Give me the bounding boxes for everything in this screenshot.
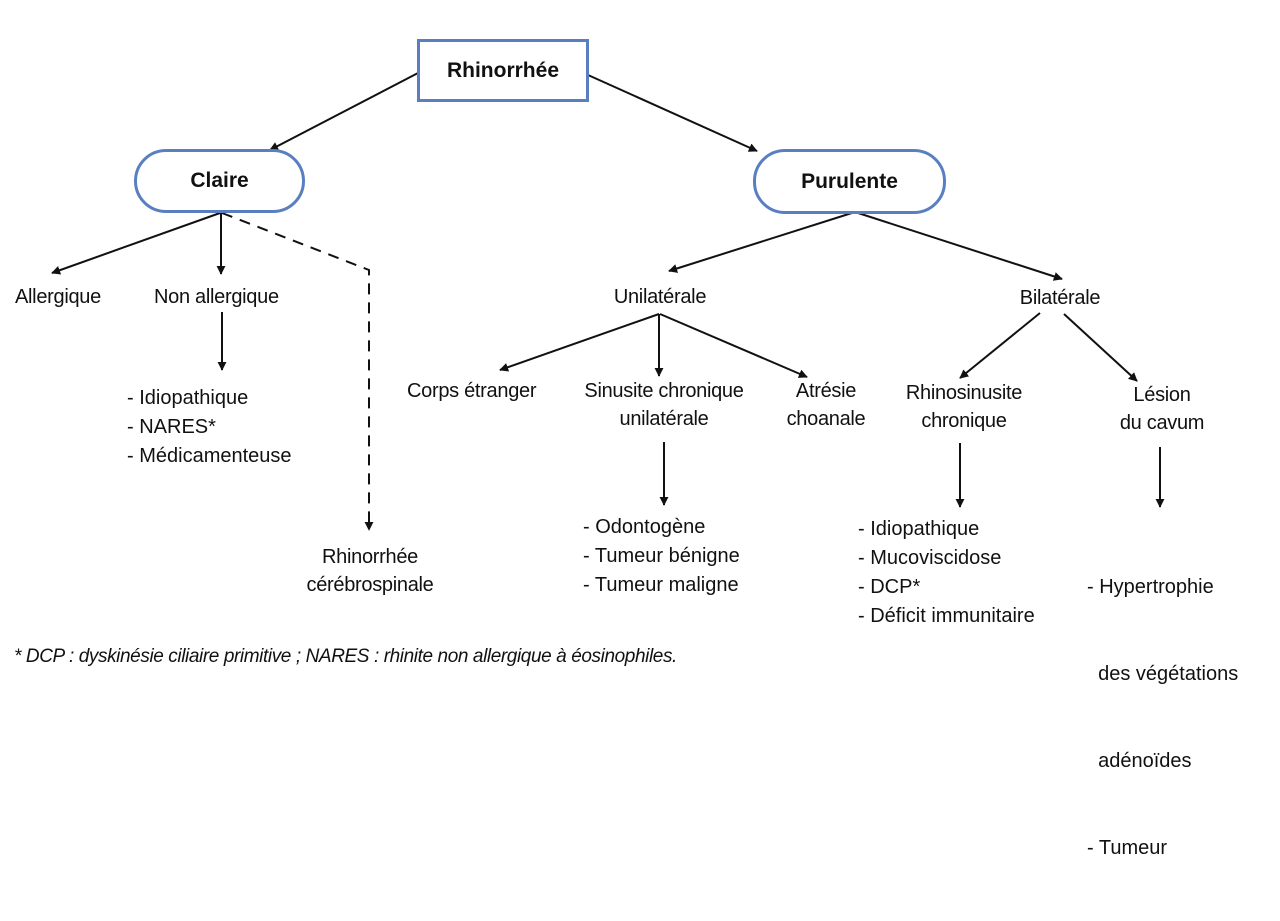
arrow-claire-to-allergique: [51, 212, 221, 275]
node-lesion-du-cavum: Lésion du cavum: [1119, 381, 1205, 437]
purulente-label: Purulente: [801, 169, 898, 193]
arrow-unilaterale-to-atresie: [659, 313, 808, 378]
arrow-root-to-purulente: [587, 74, 758, 152]
bilaterale-label: Bilatérale: [1019, 287, 1101, 309]
lesion-label-line2: du cavum: [1119, 412, 1205, 434]
connector-layer: [51, 72, 1165, 531]
footnote: * DCP : dyskinésie ciliaire primitive ; …: [14, 646, 677, 667]
claire-label: Claire: [190, 169, 249, 192]
rhinosinusite-causes: - Idiopathique - Mucoviscidose - DCP* - …: [858, 515, 1035, 631]
cause-item: - DCP*: [858, 576, 921, 598]
non-allergique-label: Non allergique: [154, 286, 279, 308]
cause-item: - Déficit immunitaire: [858, 605, 1035, 627]
cause-item: - Odontogène: [583, 516, 706, 538]
flowchart: Rhinorrhée Claire Purulente Allergique N…: [14, 39, 1238, 859]
arrow-root-to-claire: [269, 72, 419, 151]
arrow-bilaterale-to-lesion: [1063, 313, 1138, 382]
atresie-label-line2: choanale: [786, 408, 866, 430]
sinusite-label-line1: Sinusite chronique: [584, 380, 744, 402]
cause-item: - Médicamenteuse: [127, 445, 292, 467]
cause-item: des végétations: [1087, 663, 1239, 685]
arrow-bilaterale-to-rhinosinusite: [959, 312, 1041, 379]
sinusite-label-line2: unilatérale: [619, 408, 709, 430]
arrow-unilaterale-to-corps-etranger: [499, 313, 660, 372]
node-sinusite-chronique-unilaterale: Sinusite chronique unilatérale: [584, 377, 743, 433]
node-unilaterale: Unilatérale: [613, 283, 707, 311]
lesion-label-line1: Lésion: [1133, 384, 1191, 406]
rhinosinusite-label-line1: Rhinosinusite: [905, 382, 1023, 404]
arrow-purulente-to-unilaterale: [668, 211, 856, 273]
corps-etranger-label: Corps étranger: [407, 380, 537, 402]
cause-item: - NARES*: [127, 416, 216, 438]
node-purulente: Purulente: [753, 149, 946, 214]
cause-item: - Idiopathique: [127, 387, 249, 409]
arrow-purulente-to-bilaterale: [854, 211, 1063, 281]
node-allergique: Allergique: [15, 283, 101, 311]
cause-item: - Mucoviscidose: [858, 547, 1002, 569]
rhinosinusite-label-line2: chronique: [921, 410, 1007, 432]
cause-item: - Tumeur bénigne: [583, 545, 740, 567]
atresie-label-line1: Atrésie: [795, 380, 857, 402]
unilaterale-label: Unilatérale: [613, 286, 707, 308]
root-node: Rhinorrhée: [417, 39, 589, 102]
root-label: Rhinorrhée: [446, 58, 559, 82]
node-bilaterale: Bilatérale: [1019, 284, 1101, 312]
cause-item: - Idiopathique: [858, 518, 980, 540]
node-atresie-choanale: Atrésie choanale: [787, 377, 866, 433]
node-rhinorrhee-cerebrospinale: Rhinorrhée cérébrospinale: [307, 543, 434, 599]
cause-item: - Tumeur: [1087, 837, 1168, 859]
cause-item: adénoïdes: [1087, 750, 1192, 772]
csf-label-line1: Rhinorrhée: [322, 546, 418, 568]
node-rhinosinusite-chronique: Rhinosinusite chronique: [906, 379, 1022, 435]
cause-item: - Tumeur maligne: [583, 574, 739, 596]
allergique-label: Allergique: [15, 286, 101, 308]
sinusite-causes: - Odontogène - Tumeur bénigne - Tumeur m…: [583, 513, 740, 600]
dashed-arrow-claire-to-csf: [221, 212, 374, 531]
lesion-causes: - Hypertrophie des végétations adénoïdes…: [1087, 515, 1238, 921]
node-non-allergique: Non allergique: [154, 283, 279, 311]
csf-label-line2: cérébrospinale: [306, 574, 434, 596]
node-corps-etranger: Corps étranger: [407, 377, 537, 405]
node-claire: Claire: [134, 149, 305, 213]
cause-item: - Hypertrophie: [1087, 576, 1214, 598]
non-allergique-causes: - Idiopathique - NARES* - Médicamenteuse: [127, 384, 292, 471]
